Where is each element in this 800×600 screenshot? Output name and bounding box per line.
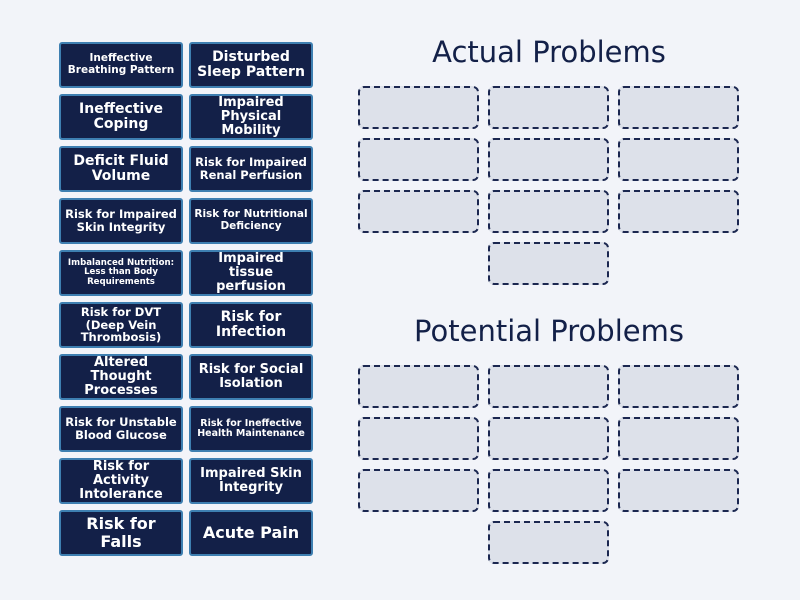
card-impaired-skin-integrity[interactable]: Impaired Skin Integrity <box>189 458 313 504</box>
card-label: Disturbed Sleep Pattern <box>197 48 305 80</box>
card-impaired-tissue-perfusion[interactable]: Impaired tissue perfusion <box>189 250 313 296</box>
card-altered-thought-processes[interactable]: Altered Thought Processes <box>59 354 183 400</box>
potential-slot[interactable] <box>618 417 739 460</box>
card-label: Risk for Unstable Blood Glucose <box>65 415 177 442</box>
card-label: Risk for DVT (Deep Vein Thrombosis) <box>80 305 162 345</box>
actual-slot[interactable] <box>358 86 479 129</box>
answer-card-bank: Ineffective Breathing Pattern Disturbed … <box>59 42 313 556</box>
actual-slot[interactable] <box>618 86 739 129</box>
card-ineffective-coping[interactable]: Ineffective Coping <box>59 94 183 140</box>
card-label: Ineffective Breathing Pattern <box>67 52 175 76</box>
potential-slot[interactable] <box>488 521 609 564</box>
card-label: Risk for Falls <box>86 514 156 551</box>
card-label: Impaired tissue perfusion <box>216 250 286 295</box>
card-label: Risk for Impaired Skin Integrity <box>65 207 177 234</box>
card-label: Risk for Activity Intolerance <box>79 458 163 503</box>
card-risk-dvt[interactable]: Risk for DVT (Deep Vein Thrombosis) <box>59 302 183 348</box>
card-risk-social-isolation[interactable]: Risk for Social Isolation <box>189 354 313 400</box>
card-label: Deficit Fluid Volume <box>73 152 169 184</box>
card-risk-activity-intolerance[interactable]: Risk for Activity Intolerance <box>59 458 183 504</box>
card-impaired-physical-mobility[interactable]: Impaired Physical Mobility <box>189 94 313 140</box>
card-label: Altered Thought Processes <box>84 354 158 399</box>
card-acute-pain[interactable]: Acute Pain <box>189 510 313 556</box>
card-label: Impaired Physical Mobility <box>218 94 284 139</box>
potential-slot[interactable] <box>488 469 609 512</box>
card-label: Risk for Ineffective Health Maintenance <box>197 417 305 439</box>
actual-slot[interactable] <box>488 242 609 285</box>
card-label: Acute Pain <box>202 523 300 543</box>
actual-slot[interactable] <box>488 190 609 233</box>
potential-slot[interactable] <box>358 365 479 408</box>
card-label: Risk for Infection <box>215 308 287 340</box>
potential-problems-title: Potential Problems <box>414 314 684 348</box>
actual-slot[interactable] <box>618 190 739 233</box>
actual-slot[interactable] <box>618 138 739 181</box>
card-disturbed-sleep-pattern[interactable]: Disturbed Sleep Pattern <box>189 42 313 88</box>
potential-slot[interactable] <box>618 469 739 512</box>
actual-slot[interactable] <box>488 138 609 181</box>
potential-slot[interactable] <box>358 469 479 512</box>
potential-slot[interactable] <box>488 417 609 460</box>
actual-slot[interactable] <box>488 86 609 129</box>
actual-problems-drop-zone <box>358 86 740 286</box>
actual-slot[interactable] <box>358 138 479 181</box>
card-risk-ineffective-health-maintenance[interactable]: Risk for Ineffective Health Maintenance <box>189 406 313 452</box>
potential-slot[interactable] <box>488 365 609 408</box>
card-risk-infection[interactable]: Risk for Infection <box>189 302 313 348</box>
card-label: Ineffective Coping <box>79 100 163 132</box>
card-ineffective-breathing-pattern[interactable]: Ineffective Breathing Pattern <box>59 42 183 88</box>
card-risk-unstable-blood-glucose[interactable]: Risk for Unstable Blood Glucose <box>59 406 183 452</box>
card-label: Imbalanced Nutrition: Less than Body Req… <box>67 257 175 287</box>
card-risk-for-falls[interactable]: Risk for Falls <box>59 510 183 556</box>
card-risk-nutritional-deficiency[interactable]: Risk for Nutritional Deficiency <box>189 198 313 244</box>
actual-slot[interactable] <box>358 190 479 233</box>
card-deficit-fluid-volume[interactable]: Deficit Fluid Volume <box>59 146 183 192</box>
card-risk-impaired-skin-integrity[interactable]: Risk for Impaired Skin Integrity <box>59 198 183 244</box>
card-imbalanced-nutrition[interactable]: Imbalanced Nutrition: Less than Body Req… <box>59 250 183 296</box>
potential-problems-drop-zone <box>358 365 740 567</box>
card-label: Risk for Social Isolation <box>198 361 304 391</box>
card-label: Risk for Nutritional Deficiency <box>194 208 308 232</box>
potential-slot[interactable] <box>618 365 739 408</box>
potential-slot[interactable] <box>358 417 479 460</box>
card-label: Impaired Skin Integrity <box>200 465 302 495</box>
card-label: Risk for Impaired Renal Perfusion <box>195 155 307 182</box>
actual-problems-title: Actual Problems <box>432 35 666 69</box>
card-risk-impaired-renal-perfusion[interactable]: Risk for Impaired Renal Perfusion <box>189 146 313 192</box>
